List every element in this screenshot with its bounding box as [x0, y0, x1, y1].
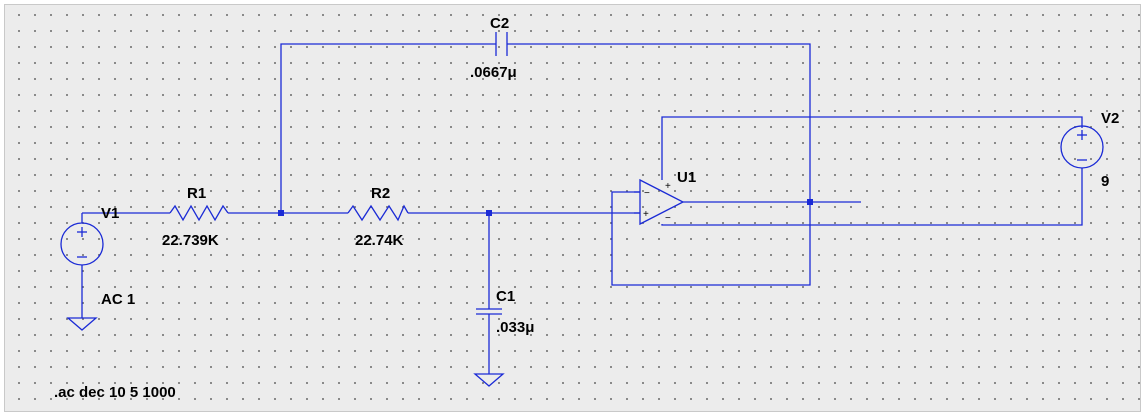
voltage-source-v2[interactable] — [1060, 125, 1104, 169]
voltage-source-icon — [1060, 125, 1104, 169]
wire-v2-minus-rail[interactable] — [661, 168, 1083, 226]
spice-directive[interactable]: .ac dec 10 5 1000 — [54, 384, 176, 401]
wire-v2-plus-rail[interactable] — [661, 116, 1083, 180]
capacitor-icon[interactable] — [476, 308, 502, 315]
opamp-noninverting-pin: + — [643, 209, 649, 220]
wire-node1-c2[interactable] — [280, 43, 496, 213]
voltage-source-v1[interactable] — [60, 213, 104, 267]
opamp-supply-plus-pin: + — [665, 181, 671, 192]
wire-c2-output[interactable] — [507, 43, 811, 202]
junction-dot — [807, 199, 813, 205]
u1-ref-label[interactable]: U1 — [677, 169, 696, 186]
capacitor-icon[interactable] — [495, 32, 508, 56]
wire-feedback[interactable] — [611, 191, 811, 286]
v2-ref-label[interactable]: V2 — [1101, 110, 1119, 127]
opamp-inverting-pin: − — [644, 188, 650, 199]
v1-ref-label[interactable]: V1 — [101, 205, 119, 222]
junction-dot — [278, 210, 284, 216]
r2-ref-label[interactable]: R2 — [371, 185, 390, 202]
c1-value-label[interactable]: .033μ — [496, 319, 534, 336]
r1-ref-label[interactable]: R1 — [187, 185, 206, 202]
op-amp-icon[interactable] — [634, 178, 685, 226]
ground-icon — [473, 373, 505, 387]
v2-value-label[interactable]: 9 — [1101, 173, 1109, 190]
resistor-icon[interactable] — [169, 204, 229, 222]
r1-value-label[interactable]: 22.739K — [162, 232, 219, 249]
resistor-icon[interactable] — [347, 204, 409, 222]
c2-value-label[interactable]: .0667μ — [470, 64, 517, 81]
r2-value-label[interactable]: 22.74K — [355, 232, 404, 249]
junctions — [278, 199, 813, 216]
c1-ref-label[interactable]: C1 — [496, 288, 515, 305]
schematic-grid[interactable] — [4, 4, 1141, 412]
c2-ref-label[interactable]: C2 — [490, 15, 509, 32]
junction-dot — [486, 210, 492, 216]
ground-icon — [66, 317, 98, 331]
opamp-supply-minus-pin: − — [665, 213, 671, 224]
v1-value-label[interactable]: AC 1 — [101, 291, 135, 308]
wires[interactable] — [81, 43, 1083, 374]
